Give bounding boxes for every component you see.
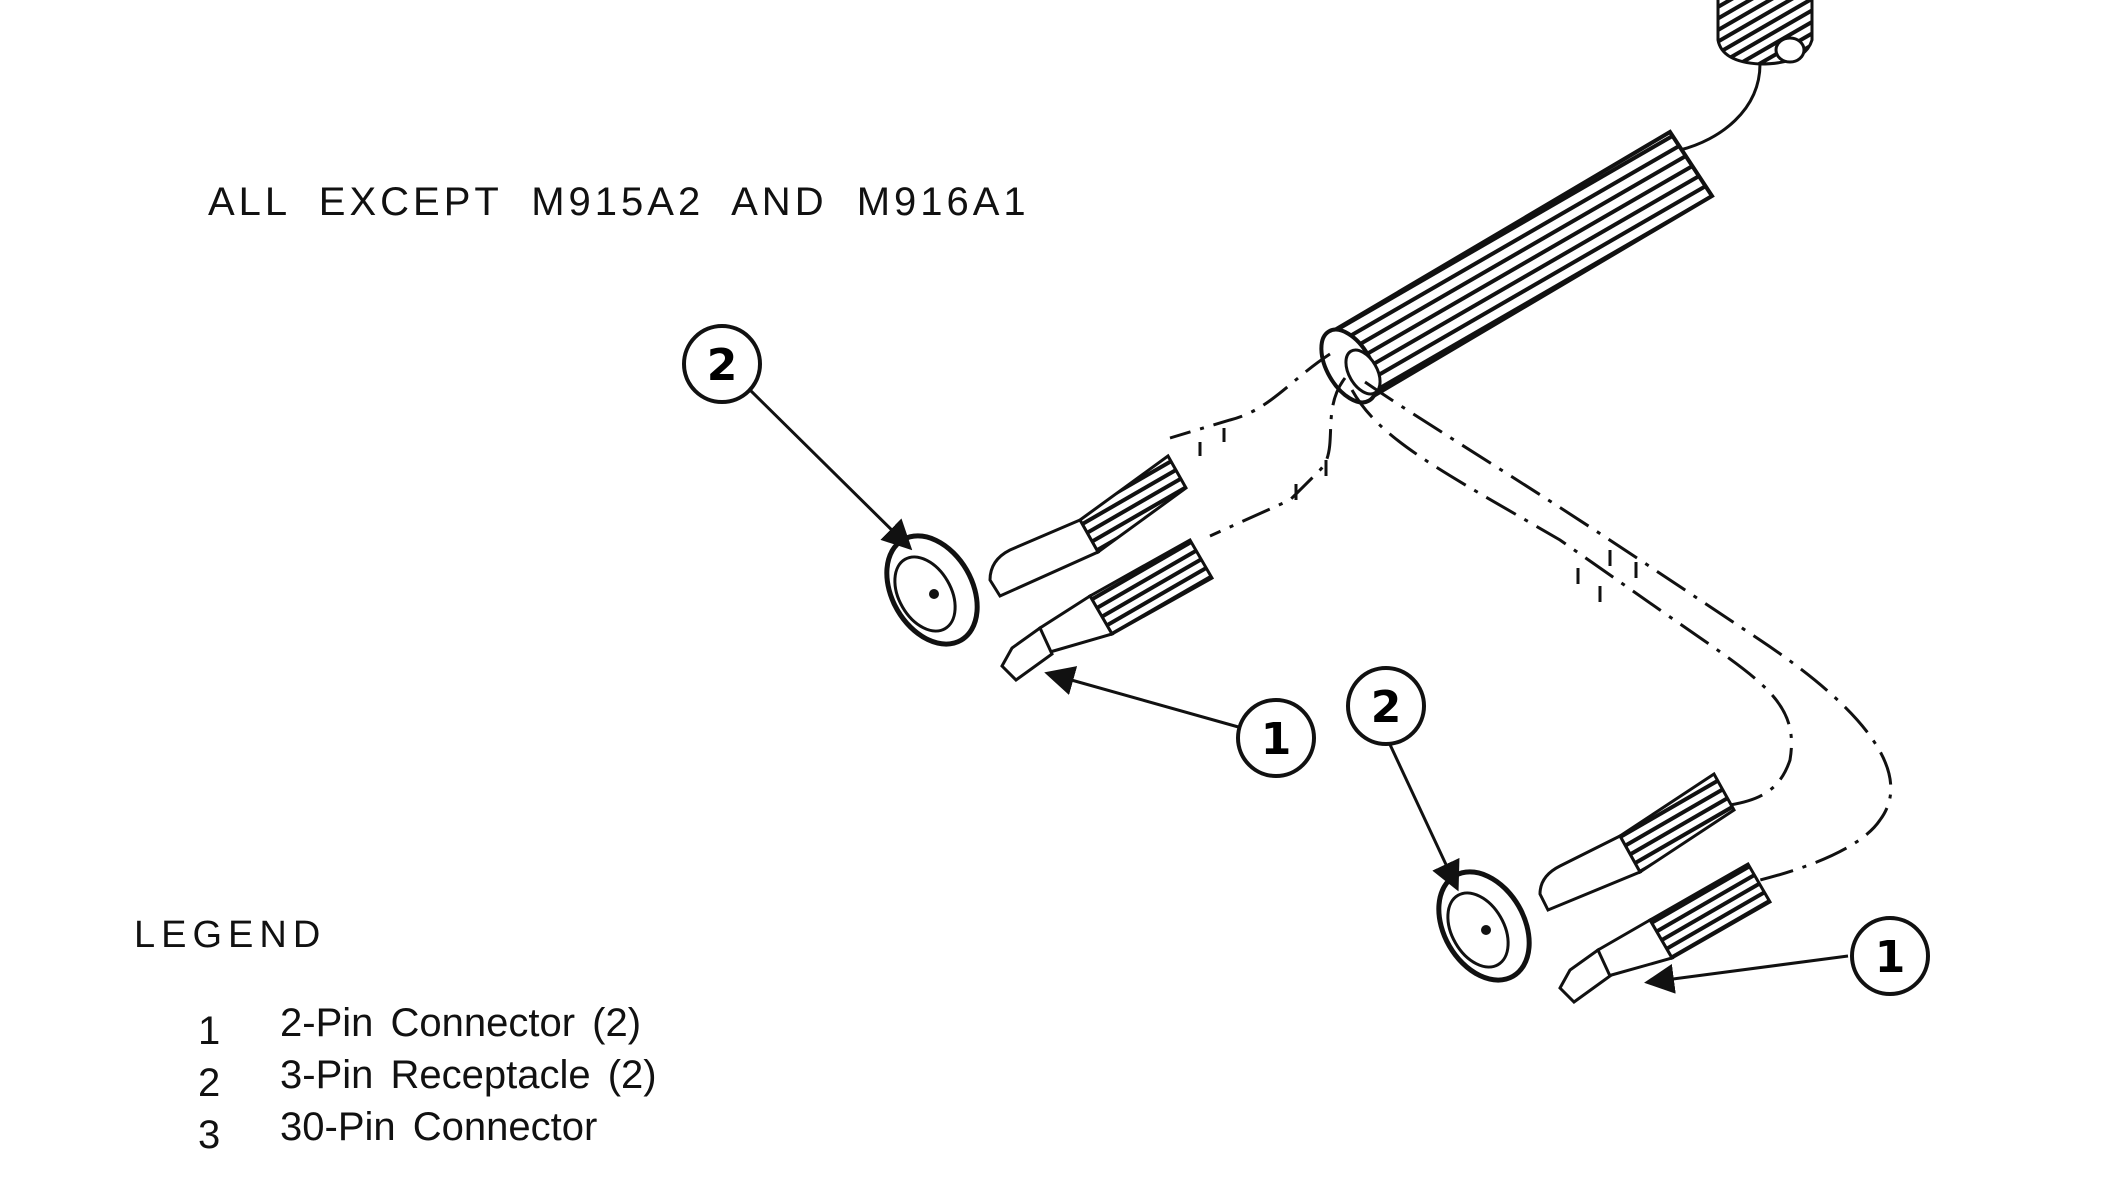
legend-item-number: 1 [198,1009,221,1053]
svg-text:2: 2 [707,340,738,391]
legend: LEGEND 1 2-Pin Connector (2) 2 3-Pin Rec… [134,914,657,1157]
legend-item: 1 2-Pin Connector (2) [134,1001,641,1053]
top-connector-spring [1716,0,1814,66]
legend-item: 2 3-Pin Receptacle (2) [134,1053,657,1105]
legend-item-description: 3-Pin Receptacle (2) [280,1053,657,1097]
callout-1-lower: 1 [1850,916,1930,996]
callout-1-upper: 1 [1236,698,1316,778]
connector-2pin-lower [1558,861,1773,1004]
top-lead-wire [1679,63,1762,152]
receptacle-3pin-upper [884,453,1188,647]
wire-runs [1169,352,1893,882]
svg-text:1: 1 [1261,714,1292,765]
svg-text:1: 1 [1875,932,1906,983]
legend-item-description: 30-Pin Connector [280,1105,598,1149]
callout-2-lower: 2 [1346,666,1426,746]
main-coiled-conduit [1319,129,1715,405]
leader-lines [746,386,1849,994]
legend-item-description: 2-Pin Connector (2) [280,1001,642,1045]
legend-title: LEGEND [134,914,327,956]
legend-item-number: 3 [198,1113,221,1157]
svg-text:2: 2 [1371,682,1402,733]
legend-item-number: 2 [198,1061,221,1105]
connector-2pin-upper [1000,537,1215,682]
legend-item: 3 30-Pin Connector [134,1105,597,1157]
receptacle-3pin-lower [1436,771,1736,983]
applicability-title: ALL EXCEPT M915A2 AND M916A1 [208,180,1030,224]
callout-2-upper: 2 [682,324,762,404]
